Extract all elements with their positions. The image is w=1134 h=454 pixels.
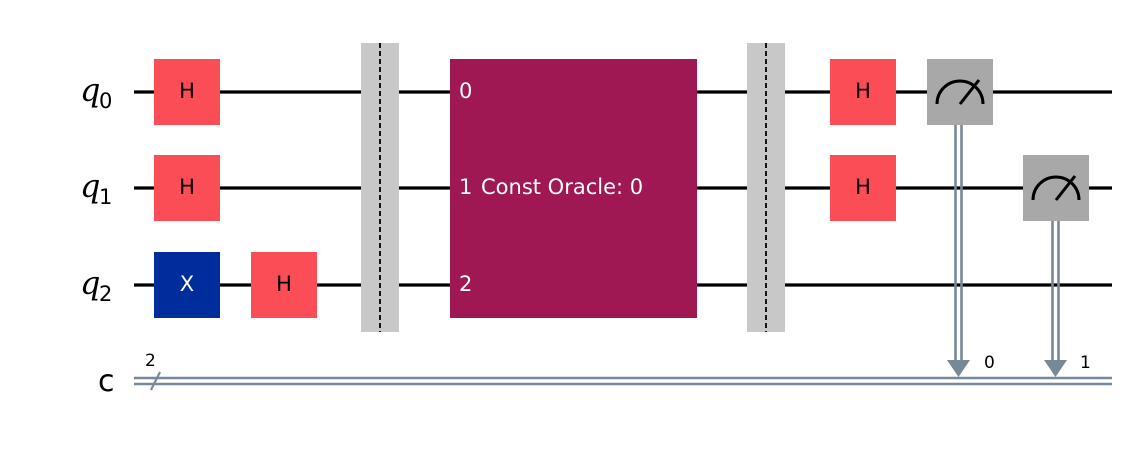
barrier-2[interactable] xyxy=(747,43,785,332)
meter-icon-arc xyxy=(1031,175,1081,201)
h-gate-q1[interactable]: H xyxy=(154,155,220,221)
qubit-label-q0-name: q xyxy=(80,71,100,109)
oracle-box xyxy=(450,59,697,318)
meter-icon-arc xyxy=(935,79,985,105)
h-gate-q2-label: H xyxy=(276,272,292,296)
qubit-label-q2-name: q xyxy=(80,264,100,302)
measure-q0-box xyxy=(927,59,993,125)
h-gate-q2-box xyxy=(251,252,317,318)
measure-q1-box xyxy=(1023,155,1089,221)
measure-gate-q1[interactable] xyxy=(1023,155,1089,377)
measure-gate-q0[interactable] xyxy=(927,59,993,377)
qubit-label-q0-index: 0 xyxy=(99,89,112,113)
oracle-port-0: 0 xyxy=(459,79,472,103)
qubit-label-q2: q 2 xyxy=(80,264,112,306)
oracle-label: Const Oracle: 0 xyxy=(481,175,643,199)
const-oracle-gate[interactable]: 0 1 2 Const Oracle: 0 xyxy=(450,59,697,318)
h-gate-q1-final-label: H xyxy=(855,175,871,199)
qubit-label-q0: q 0 xyxy=(80,71,112,113)
qubit-label-q1-index: 1 xyxy=(99,185,112,209)
x-gate-q2-label: X xyxy=(180,272,194,296)
oracle-port-1: 1 xyxy=(459,175,472,199)
meter-icon-needle xyxy=(958,79,981,105)
measure-q1-arrowhead xyxy=(1044,360,1067,377)
h-gate-q0-final-box xyxy=(830,59,896,125)
h-gate-q0-final-label: H xyxy=(855,79,871,103)
qubit-label-q1: q 1 xyxy=(80,167,112,209)
register-size-label: 2 xyxy=(145,351,156,371)
h-gate-q0-box xyxy=(154,59,220,125)
h-gate-q2[interactable]: H xyxy=(251,252,317,318)
h-gate-q1-box xyxy=(154,155,220,221)
h-gate-q1-final[interactable]: H xyxy=(830,155,896,221)
qubit-label-q1-name: q xyxy=(80,167,100,205)
barrier-1[interactable] xyxy=(361,43,399,332)
h-gate-q0[interactable]: H xyxy=(154,59,220,125)
measure-q0-arrowhead xyxy=(947,360,970,377)
x-gate-q2-box xyxy=(154,252,220,318)
oracle-port-2: 2 xyxy=(459,272,472,296)
h-gate-q1-label: H xyxy=(179,175,195,199)
measure-target-0: 0 xyxy=(984,353,995,373)
x-gate-q2[interactable]: X xyxy=(154,252,220,318)
h-gate-q0-final[interactable]: H xyxy=(830,59,896,125)
meter-icon-needle xyxy=(1054,175,1077,201)
register-size-slash xyxy=(150,371,161,391)
qubit-label-q2-index: 2 xyxy=(99,282,112,306)
h-gate-q0-label: H xyxy=(179,79,195,103)
measure-target-1: 1 xyxy=(1080,353,1091,373)
h-gate-q1-final-box xyxy=(830,155,896,221)
classical-register-label: c xyxy=(98,364,115,399)
